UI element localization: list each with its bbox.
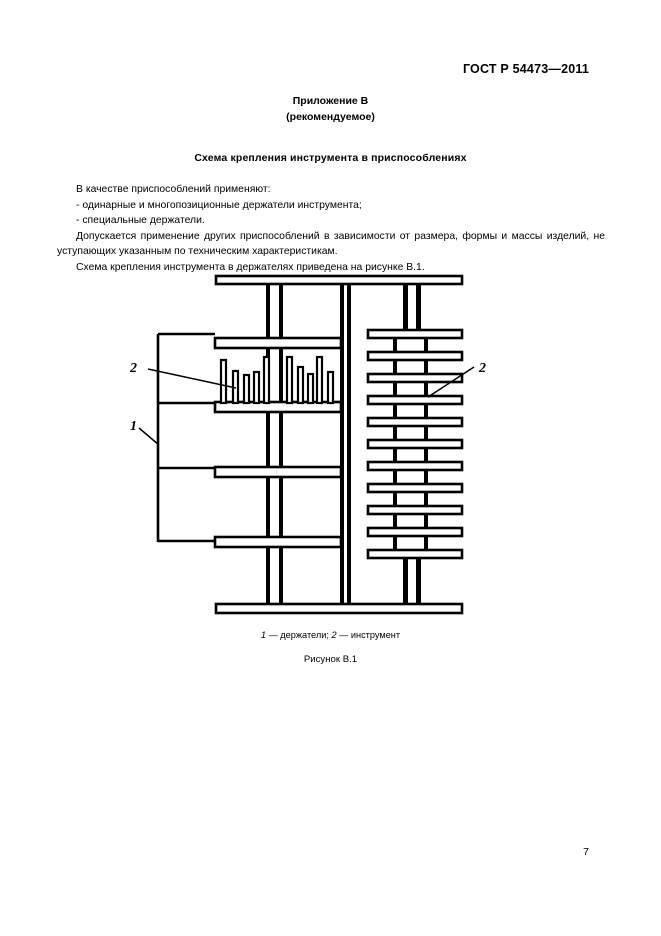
- left-shelf: [213, 535, 343, 549]
- right-shelf: [366, 460, 464, 472]
- right-shelf: [366, 394, 464, 406]
- right-shelf: [366, 548, 464, 560]
- leader-line-instrument-left: [147, 368, 237, 389]
- section-title: Схема крепления инструмента в приспособл…: [194, 152, 467, 164]
- right-shelf: [366, 416, 464, 428]
- body-text: В качестве приспособлений применяют: - о…: [57, 182, 605, 276]
- right-shelf: [366, 482, 464, 494]
- instrument-bar: [242, 373, 251, 405]
- left-shelf: [213, 465, 343, 479]
- right-shelf: [366, 372, 464, 384]
- leader-line-holder: [138, 427, 160, 446]
- paragraph-intro: В качестве приспособлений применяют:: [76, 184, 271, 195]
- instrument-bar: [326, 370, 335, 405]
- instrument-bar: [306, 372, 315, 405]
- instrument-bar: [285, 355, 294, 405]
- instrument-bar: [262, 355, 271, 405]
- left-shelf: [213, 400, 343, 414]
- page-number: 7: [583, 846, 589, 858]
- callout-label-holder: 1: [130, 419, 137, 434]
- figure-diagram: 2 1 2: [0, 270, 661, 620]
- tool-holder-schematic: 2 1 2: [129, 274, 486, 615]
- callout-label-instrument-right: 2: [478, 361, 486, 376]
- instrument-bar: [296, 365, 305, 405]
- instrument-bar: [315, 355, 324, 405]
- left-holder-shelves: [213, 336, 343, 549]
- right-stack-connectors: [393, 337, 428, 551]
- right-holder-shelves: [366, 328, 464, 560]
- legend-text-2: — инструмент: [336, 630, 401, 640]
- instrument-bar: [252, 370, 261, 405]
- instrument-bar: [219, 358, 228, 405]
- callout-label-instrument-left: 2: [129, 361, 137, 376]
- top-plate: [214, 274, 464, 286]
- right-shelf: [366, 438, 464, 450]
- annex-title: Приложение В: [292, 95, 369, 107]
- annex-subtitle: (рекомендуемое): [286, 111, 375, 123]
- bullet-item-1: - одинарные и многопозиционные держатели…: [76, 199, 362, 211]
- right-shelf: [366, 350, 464, 362]
- right-shelf: [366, 504, 464, 516]
- figure-legend: 1 — держатели; 2 — инструмент: [0, 630, 661, 640]
- standard-header: ГОСТ Р 54473—2011: [462, 62, 589, 76]
- bottom-plate: [214, 602, 464, 615]
- leader-line-instrument-right: [427, 366, 475, 398]
- vertical-posts: [266, 283, 421, 605]
- bullet-item-2: - специальные держатели.: [76, 215, 205, 227]
- legend-text-1: — держатели;: [266, 630, 332, 640]
- paragraph-figure-ref: Схема крепления инструмента в держателях…: [76, 261, 425, 273]
- legend-num-1: 1: [260, 630, 267, 640]
- paragraph-allowance: Допускается применение других приспособл…: [57, 230, 605, 258]
- holder-bracket: [156, 332, 215, 543]
- instrument-group: [219, 355, 335, 405]
- right-shelf: [366, 526, 464, 538]
- annex-heading: Приложение В (рекомендуемое): [0, 93, 661, 125]
- left-shelf: [213, 336, 343, 350]
- figure-caption: Рисунок В.1: [303, 654, 358, 665]
- legend-num-2: 2: [331, 630, 337, 640]
- right-shelf: [366, 328, 464, 340]
